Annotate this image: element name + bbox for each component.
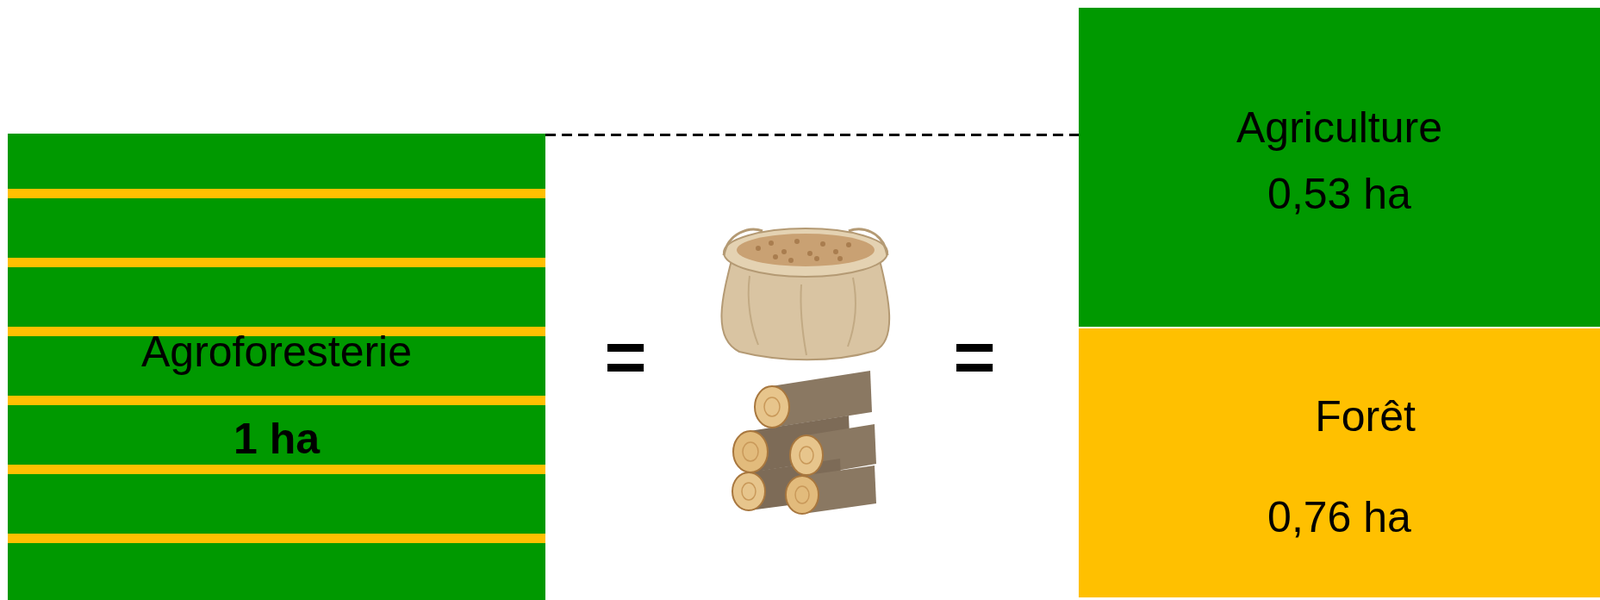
agroforestry-plot: Agroforesterie 1 ha	[7, 133, 546, 600]
plot-area: 0,53 ha	[1267, 170, 1412, 218]
plot-name: Agroforesterie	[141, 328, 412, 376]
agriculture-plot: Agriculture 0,53 ha	[1078, 7, 1600, 327]
plot-area: 0,76 ha	[1267, 493, 1412, 542]
plot-area: 1 ha	[233, 415, 320, 463]
grain-sack-illustration	[721, 228, 890, 360]
plot-name: Agriculture	[1236, 104, 1443, 152]
plot-name: Forêt	[1314, 392, 1416, 441]
equals-sign: =	[952, 317, 996, 397]
forest-plot: Forêt 0,76 ha	[1078, 328, 1600, 598]
equals-sign: =	[603, 317, 647, 397]
firewood-illustration	[732, 370, 877, 514]
comparison-dashed-line	[545, 133, 1079, 137]
